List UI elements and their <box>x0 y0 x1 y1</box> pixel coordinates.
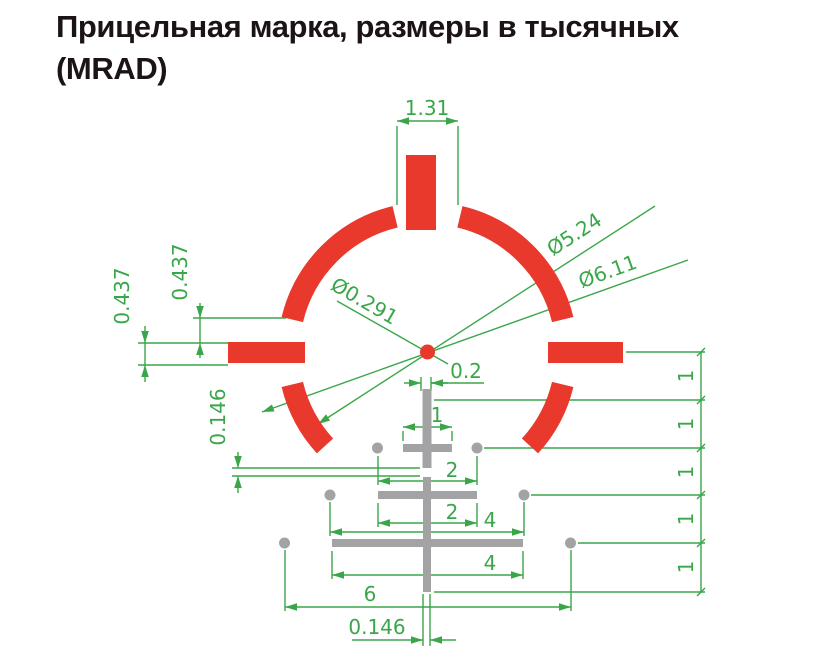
dim-label-dots3-span: 6 <box>364 582 377 606</box>
dim-ring-thickness: 0.437 <box>110 267 228 382</box>
ladder-stem-lower <box>423 477 431 592</box>
reticle <box>228 155 623 454</box>
dim-label-left-gap: 0.146 <box>206 388 230 445</box>
reticle-post-right <box>548 342 623 363</box>
reticle-arc-top-right <box>457 206 574 323</box>
ladder-bar-1 <box>403 444 452 452</box>
ladder-dot <box>279 537 290 549</box>
chain-tick <box>696 395 706 405</box>
dim-label-dots2-span: 4 <box>484 508 497 532</box>
dim-dots3-span: 6 <box>284 550 572 611</box>
ladder-bar-2 <box>378 491 477 499</box>
page-title: Прицельная марка, размеры в тысячных (MR… <box>56 6 796 90</box>
dim-outer-diameter: Ø6.11 <box>261 250 689 413</box>
dim-label-mil-step-5: 1 <box>674 561 698 574</box>
holdover-ladder <box>279 389 576 592</box>
dim-label-inner-diameter: Ø5.24 <box>542 208 606 261</box>
dim-stem-top-width: 0.2 <box>404 359 484 391</box>
ladder-dot <box>518 489 530 501</box>
chain-tick <box>696 538 706 548</box>
dim-label-dots1-span: 2 <box>446 458 459 482</box>
reticle-arc-top-left <box>281 206 398 323</box>
dim-top-post-width: 1.31 <box>396 96 459 205</box>
dim-label-outer-diameter: Ø6.11 <box>575 250 640 293</box>
dim-label-mil-step-1: 1 <box>674 370 698 383</box>
dim-label-ring-thickness: 0.437 <box>110 267 134 324</box>
reticle-post-left <box>228 342 305 363</box>
dim-label-bar1-width: 1 <box>431 403 444 427</box>
title-line-2: (MRAD) <box>56 51 168 86</box>
chain-tick <box>696 347 706 357</box>
dim-label-top-post-width: 1.31 <box>405 96 450 120</box>
reticle-arc-bottom-right <box>521 381 574 454</box>
reticle-center-dot <box>420 344 435 360</box>
dim-stem-bottom-width: 0.146 <box>348 594 456 646</box>
dim-label-bar2-width: 2 <box>446 500 459 524</box>
dim-post-gap: 0.437 <box>168 243 286 358</box>
ladder-bar-3 <box>332 539 523 547</box>
dim-label-post-gap: 0.437 <box>168 243 192 300</box>
ladder-dot <box>471 442 483 454</box>
dim-label-mil-step-3: 1 <box>674 466 698 479</box>
ladder-stem-upper <box>422 389 432 468</box>
ladder-dot <box>565 537 576 549</box>
diameter-leader-line <box>317 205 656 425</box>
dim-label-stem-bottom-width: 0.146 <box>348 615 405 639</box>
ladder-dot <box>324 489 336 501</box>
ladder-dot <box>372 442 383 454</box>
chain-tick <box>696 490 706 500</box>
dim-label-mil-step-2: 1 <box>674 418 698 431</box>
chain-tick <box>696 587 706 597</box>
dim-mil-chain: 1 1 1 1 1 <box>434 347 706 597</box>
reticle-arc-bottom-left <box>281 381 334 454</box>
title-line-1: Прицельная марка, размеры в тысячных <box>56 9 679 44</box>
dim-left-gap: 0.146 <box>206 388 420 493</box>
dim-label-bar3-width: 4 <box>484 551 497 575</box>
diameter-leader-line <box>261 259 689 413</box>
dim-label-stem-top-width: 0.2 <box>450 359 482 383</box>
chain-tick <box>696 443 706 453</box>
dim-label-mil-step-4: 1 <box>674 513 698 526</box>
reticle-post-top <box>406 155 436 230</box>
